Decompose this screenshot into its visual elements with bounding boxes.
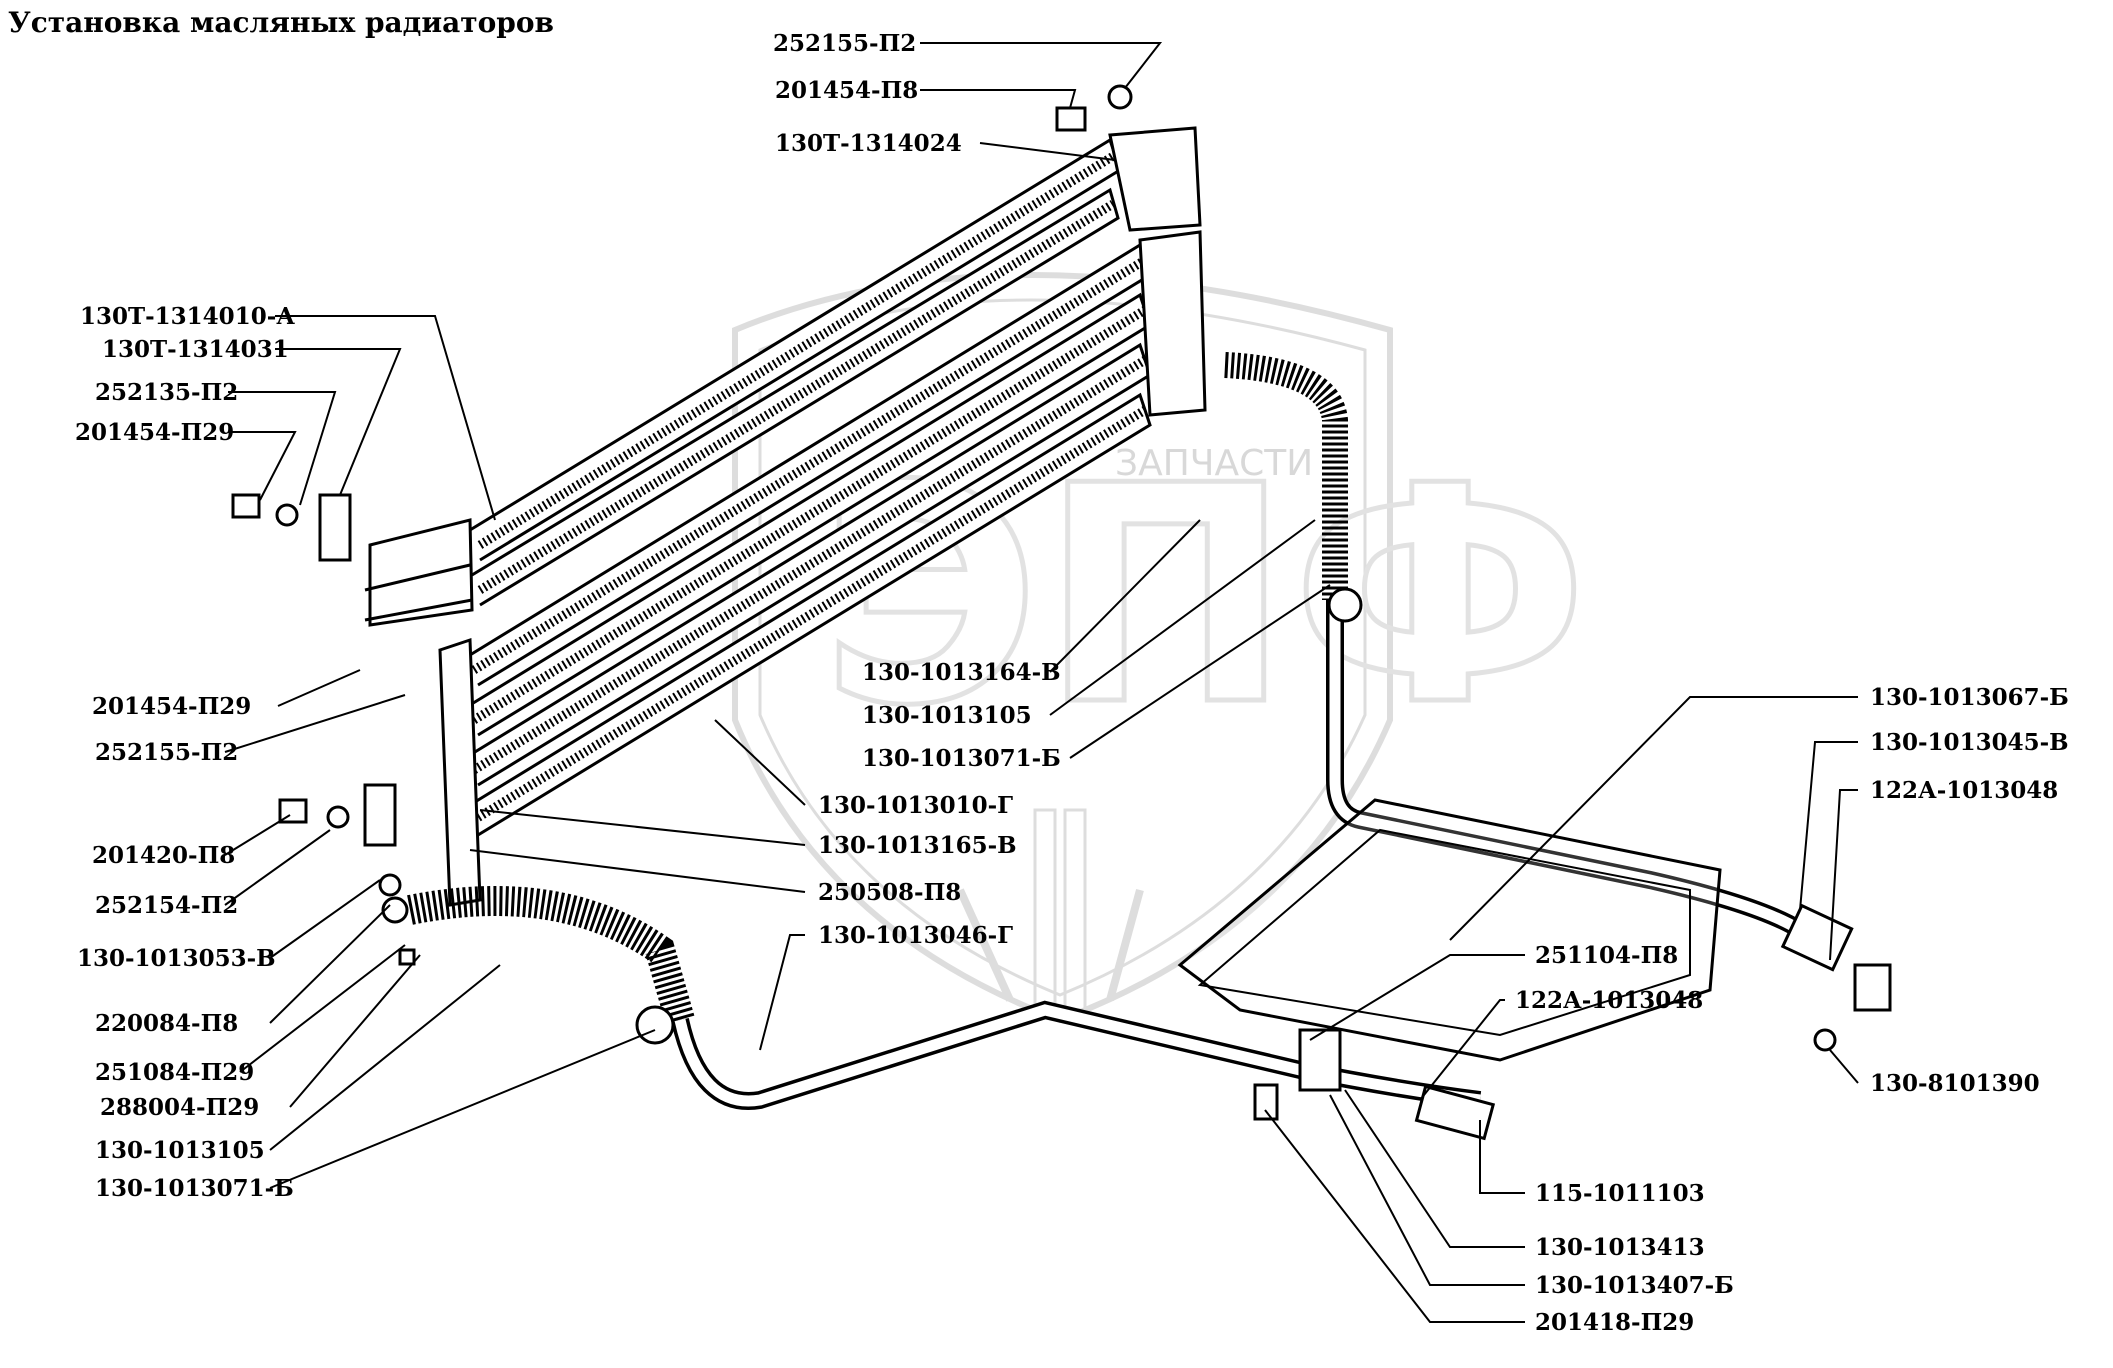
part-label: 252154-П2 bbox=[95, 892, 239, 919]
part-label: 130-1013045-В bbox=[1870, 729, 2069, 756]
part-label: 130Т-1314024 bbox=[775, 130, 962, 157]
part-label: 251084-П29 bbox=[95, 1059, 255, 1086]
part-label: 130-1013053-В bbox=[77, 945, 276, 972]
part-label: 130-1013413 bbox=[1535, 1234, 1705, 1261]
part-label: 130-1013105 bbox=[95, 1137, 265, 1164]
part-label: 122А-1013048 bbox=[1870, 777, 2059, 804]
part-label: 130-1013071-Б bbox=[862, 745, 1061, 772]
part-label: 130-8101390 bbox=[1870, 1070, 2040, 1097]
part-label: 201454-П29 bbox=[75, 419, 235, 446]
oil-radiator bbox=[364, 126, 1207, 907]
part-label: 252155-П2 bbox=[95, 739, 239, 766]
part-label: 252155-П2 bbox=[773, 30, 917, 57]
part-label: 201418-П29 bbox=[1535, 1309, 1695, 1336]
part-label: 115-1011103 bbox=[1535, 1180, 1705, 1207]
part-label: 288004-П29 bbox=[100, 1094, 260, 1121]
part-label: 251104-П8 bbox=[1535, 942, 1679, 969]
part-label: 130Т-1314010-А bbox=[80, 303, 295, 330]
part-label: 252135-П2 bbox=[95, 379, 239, 406]
part-label: 130-1013071-Б bbox=[95, 1175, 294, 1202]
part-label: 250508-П8 bbox=[818, 879, 962, 906]
part-label: 201454-П29 bbox=[92, 693, 252, 720]
watermark-caption: ЗАПЧАСТИ bbox=[1115, 443, 1313, 484]
part-label: 201454-П8 bbox=[775, 77, 919, 104]
oil-lines bbox=[407, 352, 1805, 1110]
part-label: 220084-П8 bbox=[95, 1010, 239, 1037]
part-label: 130-1013010-Г bbox=[818, 792, 1014, 819]
part-label: 130-1013407-Б bbox=[1535, 1272, 1734, 1299]
fittings bbox=[231, 84, 1892, 1141]
part-label: 130-1013046-Г bbox=[818, 922, 1014, 949]
part-label: 201420-П8 bbox=[92, 842, 236, 869]
part-label: 122А-1013048 bbox=[1515, 987, 1704, 1014]
leader-lines bbox=[224, 42, 1859, 1323]
part-label: 130-1013105 bbox=[862, 702, 1032, 729]
part-label: 130-1013067-Б bbox=[1870, 684, 2069, 711]
part-label: 130Т-1314031 bbox=[102, 336, 289, 363]
part-label: 130-1013165-В bbox=[818, 832, 1017, 859]
part-label: 130-1013164-В bbox=[862, 659, 1061, 686]
drawing-title: Установка масляных радиаторов bbox=[8, 6, 554, 39]
